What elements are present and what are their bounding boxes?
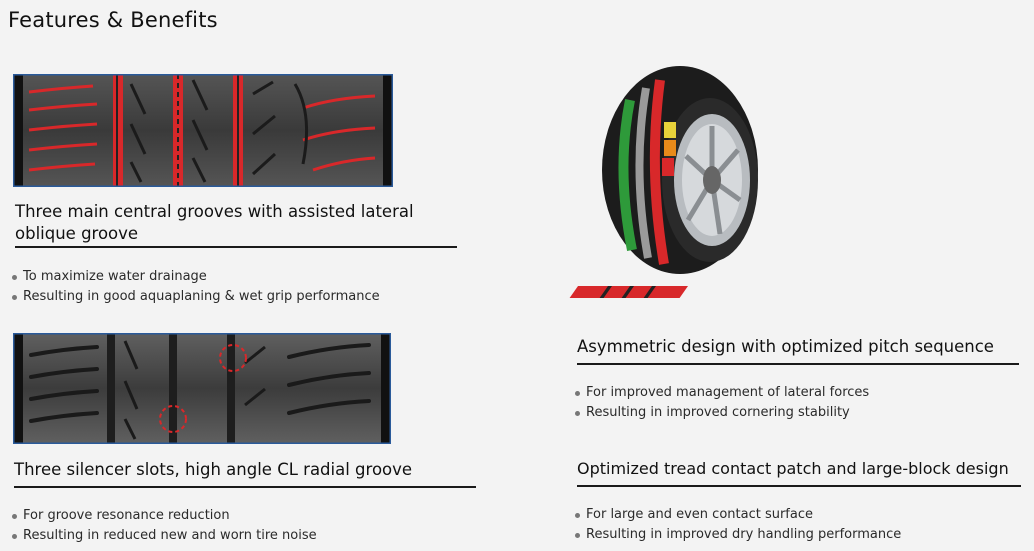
- feature-heading-grooves: Three main central grooves with assisted…: [15, 202, 414, 243]
- page-title: Features & Benefits: [8, 8, 218, 32]
- list-item: For groove resonance reduction: [12, 506, 452, 526]
- heading-divider: [15, 246, 457, 248]
- feature-bullets-asymmetric: For improved management of lateral force…: [575, 383, 1015, 422]
- list-item: To maximize water drainage: [12, 267, 452, 287]
- feature-bullets-grooves: To maximize water drainage Resulting in …: [12, 267, 452, 306]
- list-item: For large and even contact surface: [575, 505, 1015, 525]
- feature-heading-asymmetric: Asymmetric design with optimized pitch s…: [577, 337, 994, 356]
- feature-heading-contact-patch: Optimized tread contact patch and large-…: [577, 459, 1009, 478]
- heading-divider: [577, 485, 1021, 487]
- tread-grooves-image: [13, 74, 393, 187]
- tire-illustration: [560, 60, 780, 305]
- heading-divider: [14, 486, 476, 488]
- list-item: Resulting in reduced new and worn tire n…: [12, 526, 452, 546]
- list-item: Resulting in improved dry handling perfo…: [575, 525, 1015, 545]
- list-item: Resulting in improved cornering stabilit…: [575, 403, 1015, 423]
- tread-silencer-image: [13, 333, 391, 444]
- heading-divider: [577, 363, 1019, 365]
- list-item: Resulting in good aquaplaning & wet grip…: [12, 287, 452, 307]
- feature-heading-silencer: Three silencer slots, high angle CL radi…: [14, 460, 413, 479]
- list-item: For improved management of lateral force…: [575, 383, 1015, 403]
- feature-bullets-silencer: For groove resonance reduction Resulting…: [12, 506, 452, 545]
- feature-bullets-contact-patch: For large and even contact surface Resul…: [575, 505, 1015, 544]
